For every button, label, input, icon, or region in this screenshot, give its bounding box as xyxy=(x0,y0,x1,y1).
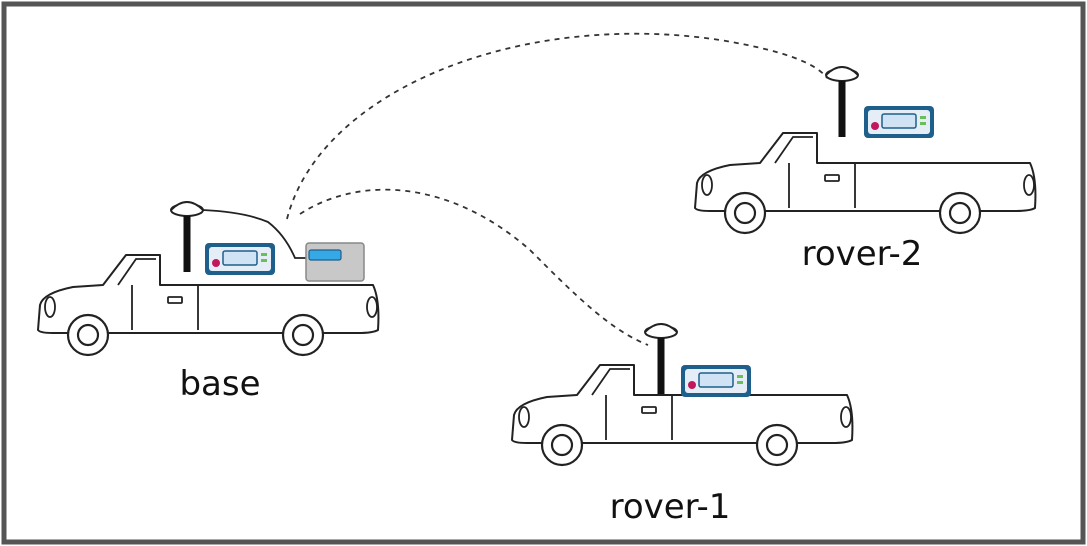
rover-2-vehicle: rover-2 xyxy=(693,66,1037,274)
gnss-receiver-icon xyxy=(863,105,935,139)
base-vehicle: base xyxy=(36,201,380,404)
link-base-rover2 xyxy=(286,32,828,220)
gnss-receiver-icon xyxy=(680,364,752,398)
base-label: base xyxy=(179,364,260,404)
rover-2-label: rover-2 xyxy=(802,234,923,274)
gnss-receiver-icon xyxy=(204,242,276,276)
rover-1-vehicle: rover-1 xyxy=(510,323,854,527)
rover-1-label: rover-1 xyxy=(610,487,731,527)
radio-modem-icon xyxy=(305,242,365,282)
antenna-cable xyxy=(202,209,306,259)
link-base-rover1 xyxy=(299,188,649,346)
